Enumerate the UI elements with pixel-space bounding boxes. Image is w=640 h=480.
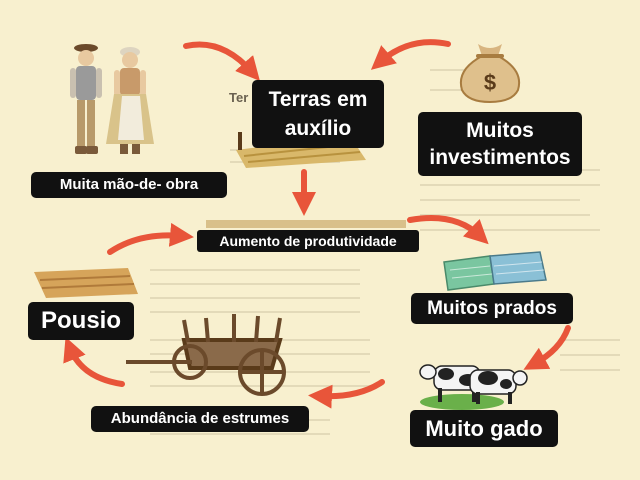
cart-icon — [126, 314, 286, 396]
arrow-couple-to-terras — [183, 41, 260, 81]
node-pousio: Pousio — [28, 302, 134, 340]
money-bag-icon: $ — [460, 44, 520, 104]
node-mao-de-obra: Muita mão-de- obra — [31, 172, 227, 198]
cycle-arrows — [63, 39, 571, 409]
arrow-produtividade-to-prados — [407, 215, 489, 245]
arrow-prados-to-gado — [523, 325, 571, 370]
node-investimentos: Muitos investimentos — [418, 112, 582, 176]
node-terras: Terras em auxílio — [252, 80, 384, 148]
arrow-estrumes-to-pousio — [63, 336, 125, 387]
svg-text:$: $ — [484, 70, 496, 95]
arrow-gado-to-estrumes — [308, 379, 385, 409]
meadow-icon — [443, 251, 547, 291]
node-estrumes: Abundância de estrumes — [91, 406, 309, 432]
cows-icon — [419, 364, 528, 410]
fallow-field-icon — [34, 268, 138, 298]
peasant-couple-icon — [70, 44, 154, 154]
node-gado: Muito gado — [410, 410, 558, 447]
arrow-pousio-to-produtividade — [107, 222, 194, 255]
node-produtividade: Aumento de produtividade — [197, 230, 419, 252]
node-prados: Muitos prados — [411, 293, 573, 324]
background-title-fragment: Ter — [229, 90, 249, 105]
arrow-investimentos-to-terras — [370, 39, 451, 70]
productivity-board — [206, 220, 406, 228]
